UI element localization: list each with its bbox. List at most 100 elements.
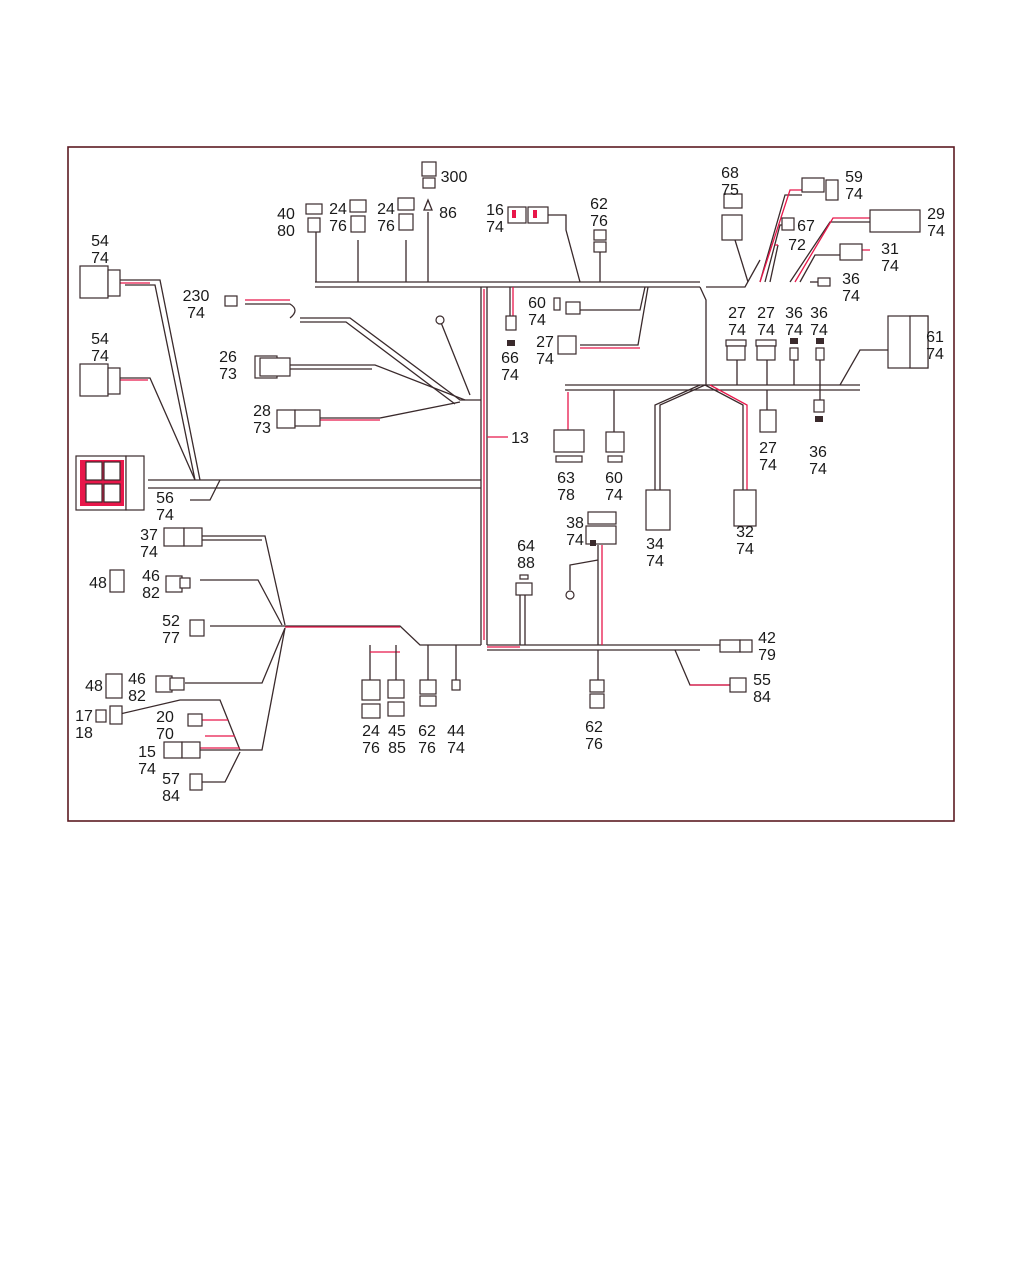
- callout-part-number: 27: [757, 305, 775, 322]
- callout-code-number: 73: [219, 366, 237, 383]
- callout-code-number: 80: [277, 223, 295, 240]
- callout-part-number: 27: [728, 305, 746, 322]
- callout-label: 48: [85, 678, 103, 695]
- callout-code-number: 74: [447, 740, 465, 757]
- callout-part-number: 15: [138, 744, 156, 761]
- callout-label: 48: [89, 575, 107, 592]
- callout-code-number: 76: [590, 213, 608, 230]
- callout-part-number: 62: [585, 719, 603, 736]
- callout-part-number: 36: [810, 305, 828, 322]
- callout-code-number: 74: [927, 223, 945, 240]
- callout-code-number: 74: [605, 487, 623, 504]
- callout-part-number: 54: [91, 331, 109, 348]
- callout-code-number: 74: [845, 186, 863, 203]
- callout-part-number: 61: [926, 329, 944, 346]
- callout-label: 67: [797, 218, 815, 235]
- callout-code-number: 18: [75, 725, 93, 742]
- callout-code-number: 74: [91, 348, 109, 365]
- callout-part-number: 54: [91, 233, 109, 250]
- callout-part-number: 60: [605, 470, 623, 487]
- callout-code-number: 74: [785, 322, 803, 339]
- callout-part-number: 16: [486, 202, 504, 219]
- callout-code-number: 77: [162, 630, 180, 647]
- harness-connectors: [75, 161, 929, 791]
- callout-code-number: 74: [646, 553, 664, 570]
- harness-wires: [119, 189, 890, 783]
- callout-part-number: 31: [881, 241, 899, 258]
- callout-part-number: 38: [566, 515, 584, 532]
- callout-code-number: 85: [388, 740, 406, 757]
- callout-part-number: 36: [809, 444, 827, 461]
- callout-code-number: 74: [501, 367, 519, 384]
- callout-part-number: 68: [721, 165, 739, 182]
- callout-code-number: 74: [528, 312, 546, 329]
- callout-part-number: 34: [646, 536, 664, 553]
- callout-part-number: 26: [219, 349, 237, 366]
- callout-code-number: 70: [156, 726, 174, 743]
- callout-part-number: 13: [511, 430, 529, 447]
- callout-code-number: 74: [536, 351, 554, 368]
- callout-labels: 3008668755974677229743174367440802476247…: [75, 165, 945, 805]
- callout-part-number: 60: [528, 295, 546, 312]
- callout-code-number: 74: [140, 544, 158, 561]
- callout-part-number: 27: [759, 440, 777, 457]
- callout-code-number: 74: [926, 346, 944, 363]
- callout-part-number: 24: [362, 723, 380, 740]
- callout-label: 300: [441, 169, 468, 186]
- callout-code-number: 74: [486, 219, 504, 236]
- callout-part-number: 56: [156, 490, 174, 507]
- callout-part-number: 29: [927, 206, 945, 223]
- callout-part-number: 59: [845, 169, 863, 186]
- callout-code-number: 79: [758, 647, 776, 664]
- callout-part-number: 36: [842, 271, 860, 288]
- callout-part-number: 20: [156, 709, 174, 726]
- callout-code-number: 74: [91, 250, 109, 267]
- callout-part-number: 66: [501, 350, 519, 367]
- callout-part-number: 42: [758, 630, 776, 647]
- callout-part-number: 52: [162, 613, 180, 630]
- callout-part-number: 27: [536, 334, 554, 351]
- callout-part-number: 46: [142, 568, 160, 585]
- callout-part-number: 86: [439, 205, 457, 222]
- callout-code-number: 74: [842, 288, 860, 305]
- callout-code-number: 82: [128, 688, 146, 705]
- callout-code-number: 74: [566, 532, 584, 549]
- callout-code-number: 76: [377, 218, 395, 235]
- callout-code-number: 74: [757, 322, 775, 339]
- callout-code-number: 74: [736, 541, 754, 558]
- callout-part-number: 44: [447, 723, 465, 740]
- callout-code-number: 73: [253, 420, 271, 437]
- callout-code-number: 84: [753, 689, 771, 706]
- callout-part-number: 300: [441, 169, 468, 186]
